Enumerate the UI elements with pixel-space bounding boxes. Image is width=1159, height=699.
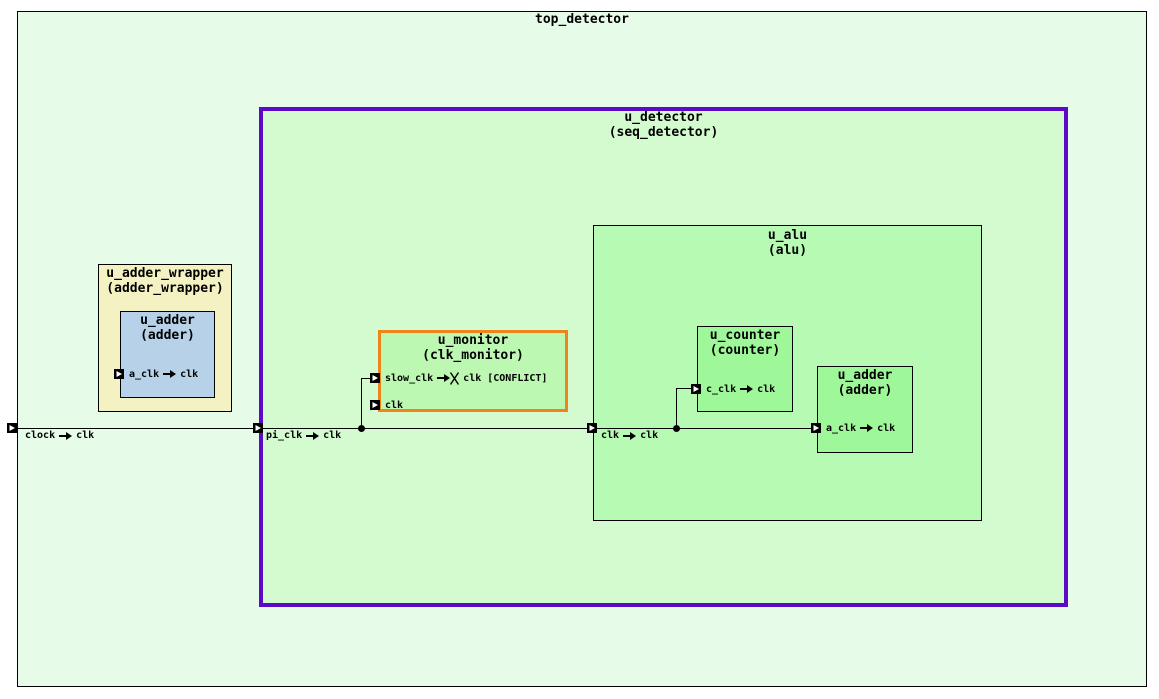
wire-source-name: pi_clk — [266, 430, 303, 441]
maps-to-arrow-icon — [437, 374, 451, 383]
port-name: a_clk — [826, 422, 857, 434]
wire-source-name: clk — [601, 430, 620, 441]
input-port-icon — [114, 369, 124, 379]
input-port-icon — [370, 373, 380, 383]
monitor-branch-wire-vertical — [361, 378, 362, 429]
counter-branch-wire-horizontal — [676, 388, 692, 389]
port-a-clk-alu-adder: a_clk clk — [811, 422, 895, 434]
port-mapped-clock: clk — [757, 383, 776, 395]
maps-to-arrow-icon — [306, 431, 320, 440]
input-port-icon — [691, 384, 701, 394]
conflict-cross-icon — [450, 371, 460, 385]
port-mapped-clock: clk — [463, 372, 482, 384]
maps-to-arrow-icon — [163, 370, 177, 379]
port-mapped-clock: clk — [180, 368, 199, 380]
module-u-monitor — [378, 330, 568, 412]
port-name: slow_clk — [385, 372, 434, 384]
wire-target-name: clk — [640, 430, 659, 441]
maps-to-arrow-icon — [623, 431, 637, 440]
module-u-counter — [697, 326, 793, 412]
wire-label-clk: clk clk — [601, 430, 658, 441]
port-name: clk — [385, 399, 404, 411]
wire-target-name: clk — [76, 430, 95, 441]
pi-clk-wire-segment — [262, 428, 593, 429]
port-clk-monitor: clk — [370, 399, 403, 411]
wire-label-pi-clk: pi_clk clk — [266, 430, 341, 441]
input-port-icon — [370, 400, 380, 410]
input-port-icon — [587, 423, 597, 433]
wire-junction-dot — [358, 425, 365, 432]
port-mapped-clock: clk — [877, 422, 896, 434]
clock-wire-segment — [17, 428, 259, 429]
module-u-adder-in-alu — [817, 366, 913, 453]
conflict-tag: [CONFLICT] — [487, 372, 548, 384]
input-port-icon — [811, 423, 821, 433]
port-slow-clk-monitor: slow_clk clk [CONFLICT] — [370, 371, 548, 385]
monitor-branch-wire-horizontal — [361, 378, 373, 379]
wire-target-name: clk — [323, 430, 342, 441]
port-name: c_clk — [706, 383, 737, 395]
module-u-adder-in-wrapper — [120, 311, 215, 398]
input-port-icon — [7, 423, 17, 433]
counter-branch-wire-vertical — [676, 388, 677, 429]
maps-to-arrow-icon — [59, 431, 73, 440]
maps-to-arrow-icon — [860, 424, 874, 433]
wire-junction-dot — [673, 425, 680, 432]
wire-source-name: clock — [25, 430, 56, 441]
port-a-clk-wrapper-adder: a_clk clk — [114, 368, 198, 380]
port-name: a_clk — [129, 368, 160, 380]
wire-label-clock: clock clk — [25, 430, 94, 441]
maps-to-arrow-icon — [740, 385, 754, 394]
input-port-icon — [253, 423, 263, 433]
port-c-clk-counter: c_clk clk — [691, 383, 775, 395]
clk-wire-segment — [596, 428, 817, 429]
